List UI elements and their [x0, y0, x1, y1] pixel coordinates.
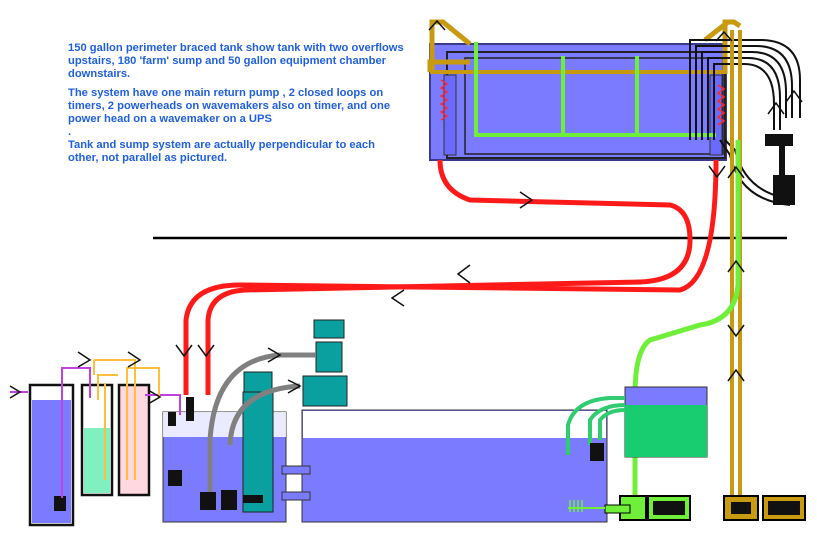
description-line-2: The system have one main return pump , 2… — [68, 87, 391, 125]
skimmer-top — [243, 371, 273, 393]
return-pump-2 — [221, 490, 237, 510]
dosing-tube-1 — [28, 383, 75, 527]
return-pump-1 — [200, 492, 216, 510]
drain-valve-left — [186, 397, 194, 421]
flow-arrow-icon — [9, 19, 803, 405]
description-line-4: Tank and sump system are actually perpen… — [68, 139, 375, 164]
reactor-3 — [302, 375, 348, 407]
overflow-bars — [474, 42, 716, 137]
reactor-2 — [315, 341, 343, 373]
return-line-green — [632, 140, 741, 495]
system-description: 150 gallon perimeter braced tank show ta… — [68, 42, 408, 171]
display-tank — [429, 43, 727, 161]
green-feeds — [566, 396, 626, 455]
return-pump-3 — [168, 470, 182, 486]
equipment-chamber-water — [625, 405, 707, 457]
description-line-1: 150 gallon perimeter braced tank show ta… — [68, 42, 404, 80]
drain-lines — [183, 159, 719, 395]
dosing-tube-2 — [80, 383, 114, 497]
main-return-pump-box — [568, 495, 691, 521]
gray-lines — [207, 352, 316, 492]
description-line-3: . — [68, 126, 72, 138]
closed-loop-pump — [773, 175, 795, 205]
sump-connector-lower — [281, 491, 311, 501]
skimmer-pump — [243, 495, 263, 503]
dosing-line-yellow — [93, 359, 160, 480]
sump-main-section — [301, 409, 608, 523]
closed-loop-pump-box — [723, 495, 806, 521]
skimmer-body — [242, 391, 274, 513]
overflow-siphon-left — [439, 79, 726, 126]
equipment-pump — [590, 443, 604, 461]
drain-sock — [168, 412, 176, 426]
closed-loop-valve — [765, 134, 793, 146]
reactor-1 — [313, 319, 345, 339]
sump-connector-upper — [281, 465, 311, 475]
